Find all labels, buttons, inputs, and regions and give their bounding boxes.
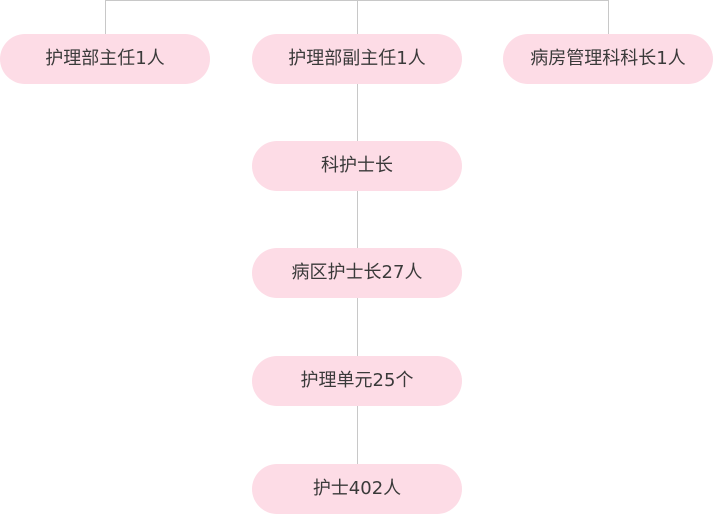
node-nursing-vice-director: 护理部副主任1人: [252, 34, 462, 84]
node-nurses: 护士402人: [252, 464, 462, 514]
node-nursing-director: 护理部主任1人: [0, 34, 210, 84]
node-department-head-nurse: 科护士长: [252, 141, 462, 191]
node-ward-management-chief: 病房管理科科长1人: [503, 34, 713, 84]
node-nursing-units: 护理单元25个: [252, 356, 462, 406]
node-ward-head-nurses: 病区护士长27人: [252, 248, 462, 298]
